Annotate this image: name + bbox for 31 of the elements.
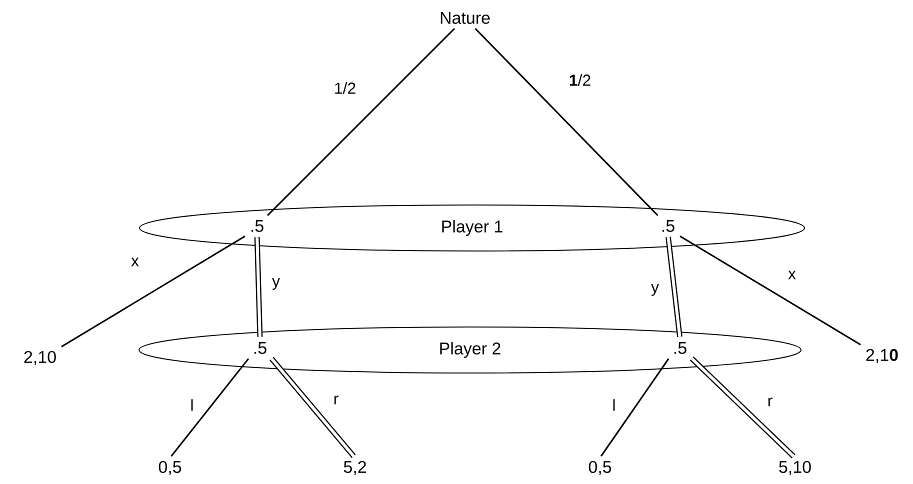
chance-node-label: Nature bbox=[440, 12, 490, 24]
payoff-label: 2,10 bbox=[24, 350, 56, 366]
edge-label: x bbox=[130, 256, 140, 268]
tree-branch bbox=[170, 358, 250, 457]
payoff-label: 5,2 bbox=[344, 460, 366, 475]
belief-label: .5 bbox=[254, 342, 266, 354]
edge-label: x bbox=[787, 270, 797, 280]
edge-label: y bbox=[650, 283, 660, 297]
edge-label: 1/2 bbox=[568, 73, 592, 87]
tree-branch bbox=[600, 358, 670, 457]
tree-branch bbox=[61, 235, 246, 348]
payoff-label: 5,10 bbox=[779, 460, 811, 475]
edge-label: r bbox=[766, 396, 774, 408]
edge-label: r bbox=[332, 394, 340, 406]
tree-branch bbox=[254, 237, 263, 337]
tree-branch bbox=[666, 236, 682, 338]
belief-label: .5 bbox=[662, 220, 674, 232]
edge-label: y bbox=[271, 277, 281, 291]
tree-branch bbox=[266, 28, 456, 216]
edge-label: l bbox=[611, 398, 617, 412]
edge-label: 1/2 bbox=[332, 81, 358, 95]
payoff-label: 2,10 bbox=[866, 348, 898, 364]
payoff-label: 0,5 bbox=[588, 460, 612, 475]
payoff-label: 0,5 bbox=[158, 460, 182, 475]
belief-label: .5 bbox=[251, 220, 264, 232]
tree-branch bbox=[270, 356, 356, 458]
tree-branch bbox=[680, 235, 861, 346]
tree-branch bbox=[690, 356, 796, 458]
edge-label: l bbox=[189, 398, 195, 412]
tree-branch bbox=[474, 28, 658, 216]
belief-label: .5 bbox=[674, 342, 686, 354]
